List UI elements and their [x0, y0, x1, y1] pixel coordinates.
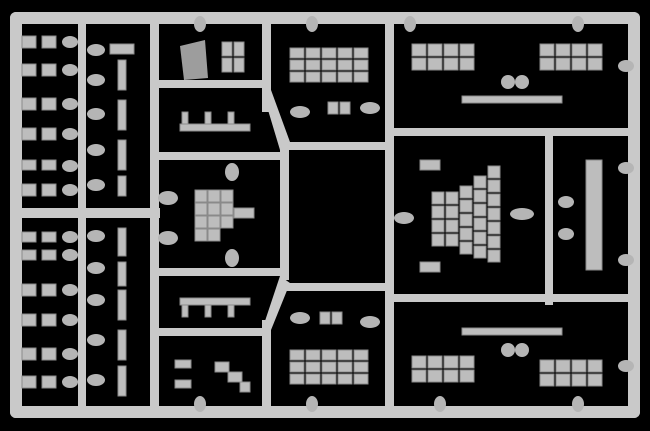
outer-frame — [10, 12, 640, 418]
frame-gates — [194, 16, 634, 412]
center-left-parts — [158, 40, 255, 393]
right-parts — [394, 43, 603, 387]
second-column-parts — [87, 43, 135, 397]
top-center-parts — [289, 47, 380, 385]
left-parts — [21, 35, 78, 389]
horizontal-runners — [10, 80, 635, 336]
